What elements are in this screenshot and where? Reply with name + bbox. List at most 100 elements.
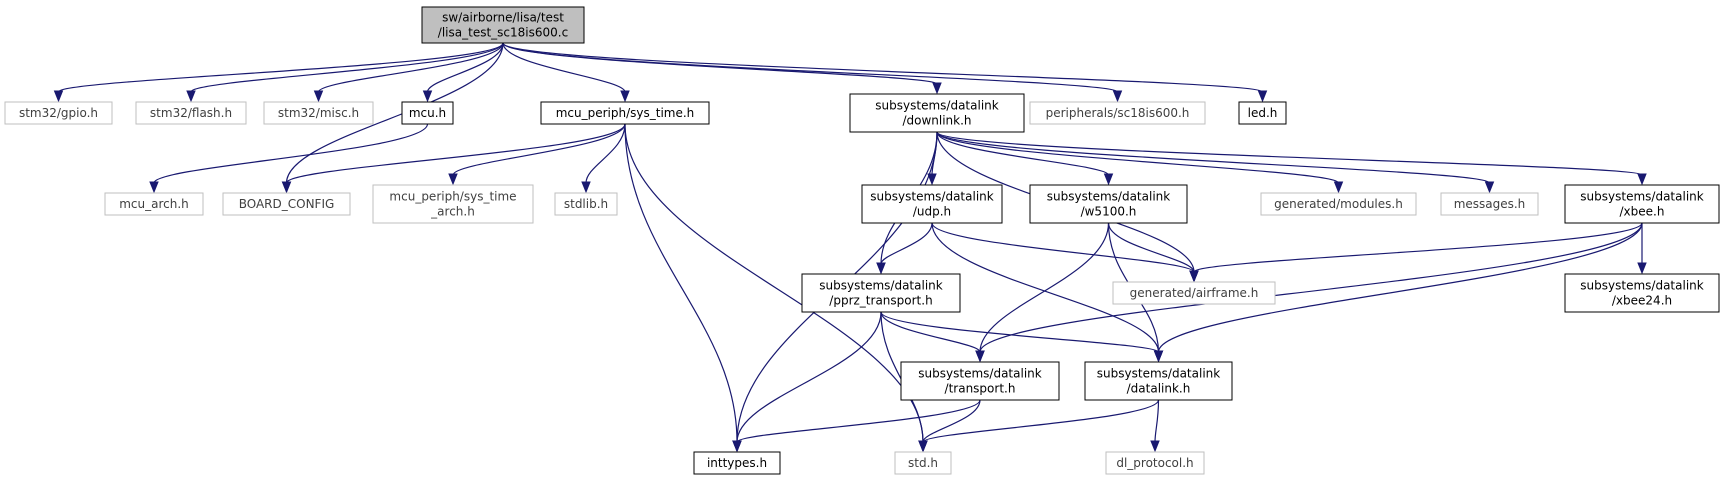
node-box-xbee (1564, 184, 1720, 224)
node-label-sc18is600-0: peripherals/sc18is600.h (1046, 106, 1190, 120)
node-label-inttypes-0: inttypes.h (707, 456, 767, 470)
node-label-flash-0: stm32/flash.h (150, 106, 232, 120)
node-mcu[interactable]: mcu.h (401, 101, 454, 125)
node-datalink[interactable]: subsystems/datalink/datalink.h (1084, 361, 1233, 401)
node-sc18is600[interactable]: peripherals/sc18is600.h (1029, 101, 1206, 125)
edge-transport-to-inttypes (732, 399, 981, 453)
node-label-board_config-0: BOARD_CONFIG (239, 197, 335, 211)
node-board_config[interactable]: BOARD_CONFIG (222, 192, 351, 216)
node-box-datalink (1084, 361, 1233, 401)
edge-downlink-to-w5100 (936, 131, 1114, 186)
node-label-udp-0: subsystems/datalink (870, 190, 993, 204)
node-std[interactable]: std.h (894, 451, 952, 475)
node-box-board_config (222, 192, 351, 216)
node-udp[interactable]: subsystems/datalink/udp.h (861, 184, 1003, 224)
node-box-mcu_arch (104, 192, 204, 216)
node-box-pprz_transport (801, 273, 961, 313)
node-box-dl_protocol (1105, 451, 1205, 475)
edge-pprz_transport-to-datalink (880, 311, 1164, 363)
node-label-messages-0: messages.h (1454, 197, 1526, 211)
node-mcu_arch[interactable]: mcu_arch.h (104, 192, 204, 216)
node-label-pprz_transport-1: /pprz_transport.h (829, 294, 932, 308)
node-box-misc (263, 101, 374, 125)
edge-udp-to-airframe (931, 222, 1199, 283)
node-box-transport (900, 361, 1060, 401)
graph-nodes: sw/airborne/lisa/test/lisa_test_sc18is60… (4, 6, 1720, 475)
node-box-modules (1260, 192, 1417, 216)
node-label-misc-0: stm32/misc.h (278, 106, 359, 120)
node-label-downlink-1: /downlink.h (902, 114, 971, 128)
node-led[interactable]: led.h (1238, 101, 1287, 125)
node-modules[interactable]: generated/modules.h (1260, 192, 1417, 216)
node-label-sys_time_arch-1: _arch.h (430, 205, 475, 219)
node-box-sys_time_arch (372, 184, 534, 224)
edge-downlink-to-xbee (936, 131, 1647, 186)
node-gpio[interactable]: stm32/gpio.h (4, 101, 113, 125)
node-label-root-1: /lisa_test_sc18is600.c (438, 26, 568, 40)
node-label-pprz_transport-0: subsystems/datalink (819, 279, 942, 293)
edge-root-to-sc18is600 (502, 42, 1123, 103)
edge-sys_time-to-sys_time_arch (448, 123, 626, 186)
edge-xbee-to-xbee24 (1637, 223, 1647, 275)
edge-sys_time-to-board_config (281, 123, 626, 194)
edge-xbee-to-airframe (1189, 222, 1643, 283)
node-box-stdlib (554, 192, 618, 216)
edge-downlink-to-modules (936, 131, 1344, 194)
node-label-sys_time-0: mcu_periph/sys_time.h (556, 106, 695, 120)
node-xbee24[interactable]: subsystems/datalink/xbee24.h (1564, 273, 1720, 313)
node-box-sys_time (540, 101, 710, 125)
node-stdlib[interactable]: stdlib.h (554, 192, 618, 216)
node-label-udp-1: /udp.h (913, 205, 951, 219)
edge-downlink-to-messages (936, 131, 1495, 194)
node-label-datalink-0: subsystems/datalink (1097, 367, 1220, 381)
node-box-sc18is600 (1029, 101, 1206, 125)
node-label-w5100-0: subsystems/datalink (1047, 190, 1170, 204)
node-box-flash (135, 101, 247, 125)
edge-root-to-downlink (502, 42, 942, 95)
edge-datalink-to-std (918, 399, 1160, 453)
node-box-root (421, 6, 585, 44)
node-inttypes[interactable]: inttypes.h (693, 451, 781, 475)
node-sys_time[interactable]: mcu_periph/sys_time.h (540, 101, 710, 125)
node-box-mcu (401, 101, 454, 125)
node-box-airframe (1112, 281, 1276, 305)
node-transport[interactable]: subsystems/datalink/transport.h (900, 361, 1060, 401)
edge-root-to-flash (186, 42, 504, 103)
edge-datalink-to-dl_protocol (1150, 399, 1160, 453)
node-w5100[interactable]: subsystems/datalink/w5100.h (1029, 184, 1188, 224)
node-label-led-0: led.h (1248, 106, 1278, 120)
node-label-transport-0: subsystems/datalink (918, 367, 1041, 381)
node-flash[interactable]: stm32/flash.h (135, 101, 247, 125)
node-misc[interactable]: stm32/misc.h (263, 101, 374, 125)
node-pprz_transport[interactable]: subsystems/datalink/pprz_transport.h (801, 273, 961, 313)
node-label-xbee-1: /xbee.h (1620, 205, 1665, 219)
node-label-sys_time_arch-0: mcu_periph/sys_time (389, 190, 516, 204)
node-label-xbee24-1: /xbee24.h (1612, 294, 1672, 308)
node-label-std-0: std.h (908, 456, 938, 470)
edge-root-to-led (502, 42, 1268, 103)
node-box-xbee24 (1564, 273, 1720, 313)
edge-transport-to-std (918, 399, 981, 453)
node-dl_protocol[interactable]: dl_protocol.h (1105, 451, 1205, 475)
edge-root-to-gpio (53, 42, 504, 103)
edge-sys_time-to-inttypes (624, 123, 742, 453)
node-box-udp (861, 184, 1003, 224)
node-root[interactable]: sw/airborne/lisa/test/lisa_test_sc18is60… (421, 6, 585, 44)
node-xbee[interactable]: subsystems/datalink/xbee.h (1564, 184, 1720, 224)
graph-edges (53, 42, 1647, 453)
node-label-datalink-1: /datalink.h (1127, 382, 1191, 396)
node-box-std (894, 451, 952, 475)
node-messages[interactable]: messages.h (1440, 192, 1539, 216)
node-label-xbee24-0: subsystems/datalink (1580, 279, 1703, 293)
node-airframe[interactable]: generated/airframe.h (1112, 281, 1276, 305)
edge-mcu-to-mcu_arch (149, 123, 429, 194)
node-box-gpio (4, 101, 113, 125)
node-sys_time_arch[interactable]: mcu_periph/sys_time_arch.h (372, 184, 534, 224)
node-label-modules-0: generated/modules.h (1274, 197, 1403, 211)
node-downlink[interactable]: subsystems/datalink/downlink.h (849, 93, 1025, 133)
node-label-w5100-1: /w5100.h (1081, 205, 1137, 219)
node-label-gpio-0: stm32/gpio.h (19, 106, 98, 120)
edge-udp-to-pprz_transport (876, 222, 933, 275)
edge-root-to-sys_time (502, 42, 630, 103)
